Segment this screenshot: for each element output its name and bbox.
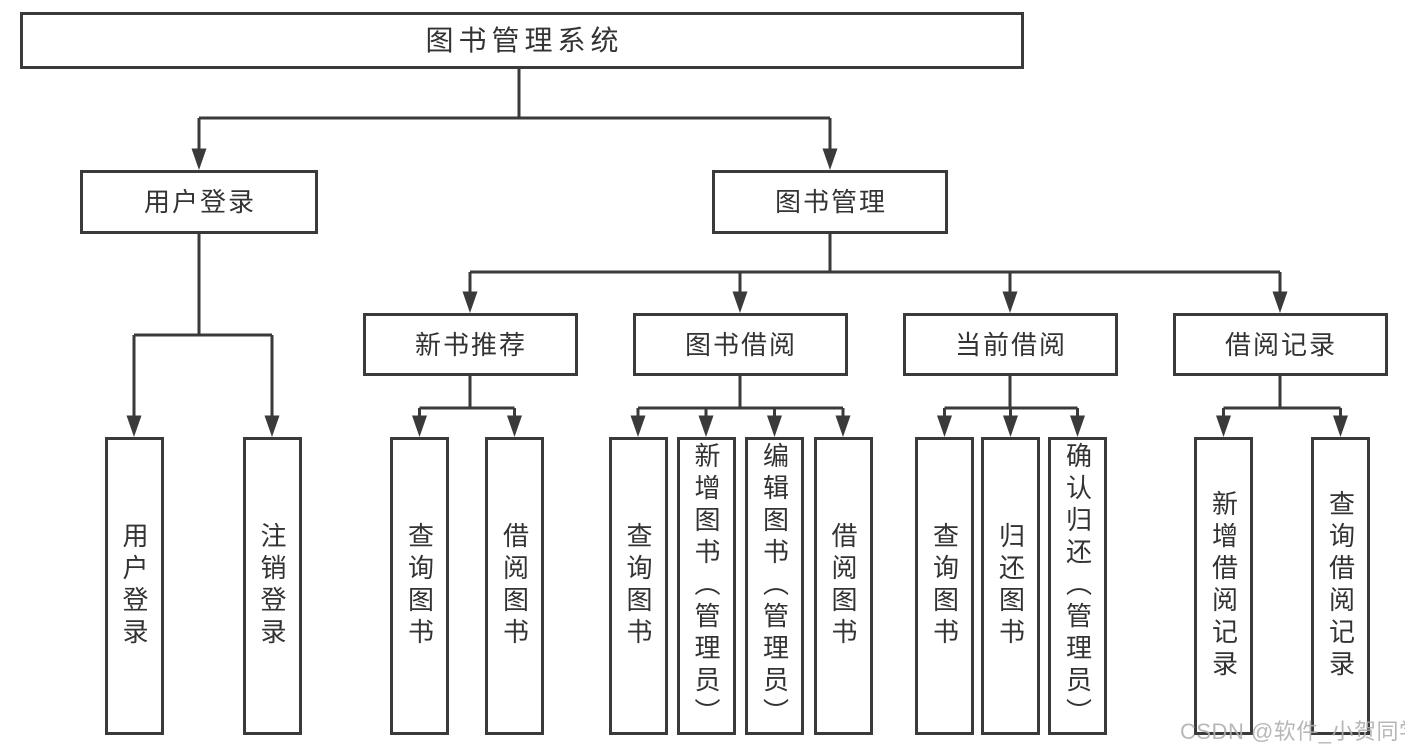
arrowhead <box>191 148 207 170</box>
leaf-user-login-label: 用户登录 <box>119 522 149 650</box>
arrowhead <box>1002 291 1018 313</box>
leaf-query-books-1: 查询图书 <box>390 437 449 735</box>
leaf-return-books-label: 归还图书 <box>995 522 1026 650</box>
arrowhead <box>630 415 646 437</box>
arrowhead <box>767 415 782 437</box>
arrowhead <box>126 415 142 437</box>
node-library-management-system: 图书管理系统 <box>20 12 1024 69</box>
leaf-query-borrow-record: 查询借阅记录 <box>1311 437 1370 735</box>
leaf-edit-book-admin: 编辑图书（管理员） <box>745 437 804 735</box>
arrowhead <box>1272 291 1288 313</box>
connector-current-borrow-to-leaves <box>943 376 1079 416</box>
arrowhead <box>1333 415 1348 437</box>
node-current-borrowing: 当前借阅 <box>902 313 1118 376</box>
leaf-confirm-return-admin: 确认归还（管理员） <box>1048 437 1107 735</box>
leaf-query-books-3-label: 查询图书 <box>929 522 960 650</box>
arrowhead <box>1070 415 1085 437</box>
leaf-logout: 注销登录 <box>242 437 302 735</box>
leaf-logout-label: 注销登录 <box>257 522 287 650</box>
watermark: CSDN @软件_小贺同学 <box>1180 719 1405 744</box>
arrowhead <box>835 415 851 437</box>
leaf-query-books-1-label: 查询图书 <box>404 522 435 650</box>
leaf-add-book-admin: 新增图书（管理员） <box>676 437 736 735</box>
arrowhead <box>264 415 280 437</box>
arrowhead <box>1003 415 1018 437</box>
leaf-borrow-books-1-label: 借阅图书 <box>499 522 530 650</box>
leaf-borrow-books-1: 借阅图书 <box>485 437 544 735</box>
node-book-borrowing: 图书借阅 <box>632 313 848 376</box>
arrowhead <box>1216 415 1231 437</box>
arrowhead <box>732 291 748 313</box>
connector-book-borrow-to-leaves <box>636 376 845 416</box>
arrowhead <box>462 291 478 313</box>
leaf-query-borrow-record-label: 查询借阅记录 <box>1325 490 1356 682</box>
leaf-query-books-3: 查询图书 <box>915 437 974 735</box>
leaf-confirm-return-admin-label: 确认归还（管理员） <box>1062 442 1093 730</box>
leaf-return-books: 归还图书 <box>981 437 1040 735</box>
arrowhead <box>822 148 838 170</box>
leaf-edit-book-admin-label: 编辑图书（管理员） <box>759 442 790 730</box>
connector-user-login-to-leaves <box>132 234 274 417</box>
leaf-add-book-admin-label: 新增图书（管理员） <box>691 442 721 730</box>
arrowhead <box>412 415 427 437</box>
leaf-user-login: 用户登录 <box>104 437 164 735</box>
leaf-borrow-books-2-label: 借阅图书 <box>828 522 858 650</box>
arrowhead <box>698 415 714 437</box>
leaf-borrow-books-2: 借阅图书 <box>813 437 873 735</box>
node-new-book-recommendation: 新书推荐 <box>362 313 578 376</box>
connector-new-book-to-leaves <box>418 376 516 416</box>
leaf-query-books-2: 查询图书 <box>608 437 668 735</box>
node-user-login: 用户登录 <box>80 170 318 234</box>
node-borrowing-records: 借阅记录 <box>1172 313 1388 376</box>
connector-root-to-level2 <box>197 69 832 150</box>
arrowhead <box>507 415 522 437</box>
leaf-query-books-2-label: 查询图书 <box>623 522 653 650</box>
leaf-add-borrow-record: 新增借阅记录 <box>1194 437 1253 735</box>
arrowhead <box>937 415 952 437</box>
connector-book-mgmt-to-level3 <box>468 234 1282 292</box>
connector-borrow-record-to-leaves <box>1222 376 1342 416</box>
leaf-add-borrow-record-label: 新增借阅记录 <box>1208 490 1239 682</box>
node-book-management: 图书管理 <box>712 170 948 234</box>
